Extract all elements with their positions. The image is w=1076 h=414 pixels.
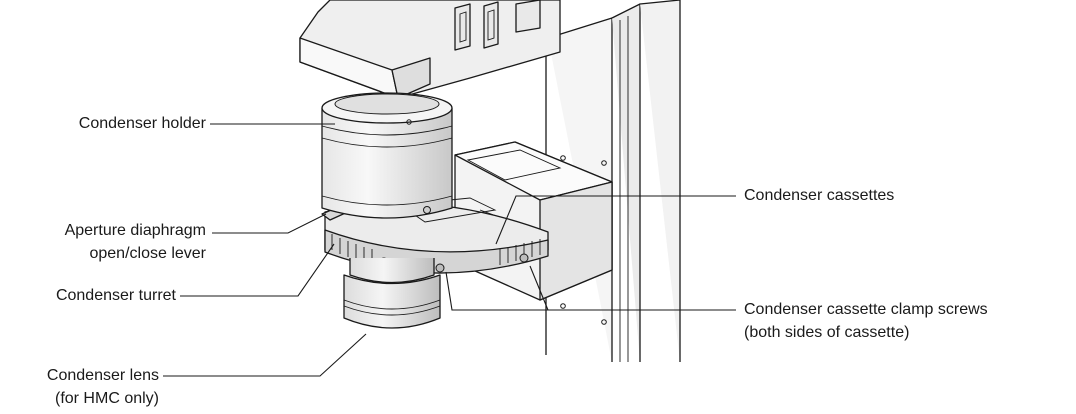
label-aperture-diaphragm: Aperture diaphragm	[64, 222, 206, 239]
condenser-lens	[343, 258, 441, 329]
label-clamp-screws-note: (both sides of cassette)	[744, 324, 910, 341]
label-aperture-lever: open/close lever	[89, 245, 206, 262]
leader-condenser-cassettes	[495, 195, 736, 245]
label-condenser-holder: Condenser holder	[78, 115, 206, 132]
leader-lines	[163, 123, 736, 377]
leader-condenser-lens	[163, 333, 367, 377]
label-condenser-cassettes: Condenser cassettes	[744, 187, 895, 204]
leader-clamp-screws	[445, 271, 736, 311]
leader-aperture-lever	[212, 213, 327, 234]
condenser-holder	[321, 92, 453, 219]
turret-knurling	[331, 234, 541, 265]
label-condenser-lens-note: (for HMC only)	[54, 390, 159, 407]
leader-clamp-screws-2	[529, 265, 549, 311]
label-condenser-turret: Condenser turret	[55, 287, 176, 304]
label-condenser-lens: Condenser lens	[46, 367, 159, 384]
label-clamp-screws: Condenser cassette clamp screws	[744, 301, 988, 318]
leader-condenser-turret	[180, 243, 335, 297]
upper-housing	[299, 0, 561, 99]
